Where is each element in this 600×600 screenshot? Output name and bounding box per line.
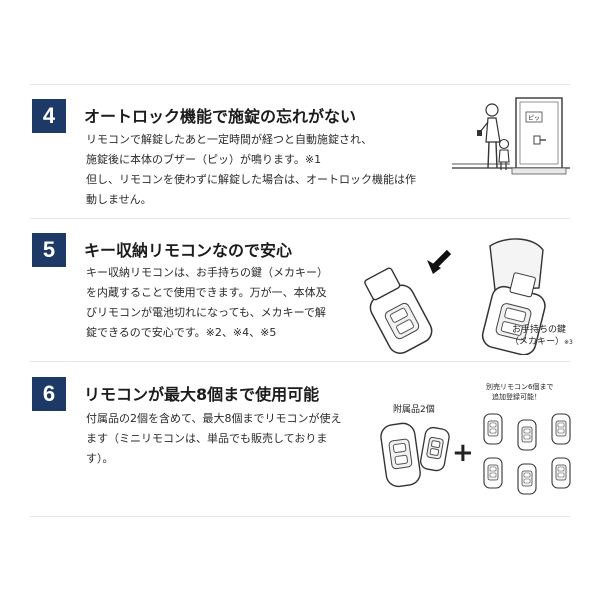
section-title: リモコンが最大8個まで使用可能 — [84, 385, 320, 404]
description-line: 付属品の2個を含めて、最大8個までリモコンが使え — [86, 412, 342, 425]
description-line: 動しません。 — [86, 193, 152, 206]
section-title: オートロック機能で施錠の忘れがない — [84, 107, 357, 126]
section-number-badge: 6 — [32, 377, 66, 411]
included-remotes-illustration — [380, 422, 450, 488]
key-remote-illustration — [364, 238, 546, 355]
section-number-badge: 4 — [32, 99, 66, 133]
section-title: キー収納リモコンなので安心 — [84, 241, 293, 260]
additional-remotes-label: 追加登録可能！ — [492, 393, 541, 401]
description-line: す）。 — [86, 452, 114, 465]
additional-remotes-illustration — [483, 413, 571, 495]
description-line: リモコンで解錠したあと一定時間が経つと自動施錠され、 — [86, 133, 373, 146]
key-caption: （メカキー）※3 — [510, 334, 573, 347]
section-number-badge: 5 — [32, 233, 66, 267]
section-description: リモコンで解錠したあと一定時間が経つと自動施錠され、 施錠後に本体のブザー（ピッ… — [86, 130, 416, 210]
description-line: 錠できるので安心です。※2、※4、※5 — [86, 326, 277, 339]
included-remotes-label: 附属品2個 — [393, 405, 435, 415]
section-description: キー収納リモコンは、お手持ちの鍵（メカキー） を内蔵することで使用できます。万が… — [86, 263, 328, 343]
description-line: びリモコンが電池切れになっても、メカキーで解 — [86, 306, 326, 319]
section-description: 付属品の2個を含めて、最大8個までリモコンが使え ます（ミニリモコンは、単品でも… — [86, 409, 341, 469]
section-divider — [30, 361, 570, 362]
door-sign-text: ピッ — [528, 115, 541, 122]
additional-remotes-label: 別売リモコン6個まで — [486, 383, 554, 391]
section-divider — [30, 218, 570, 219]
key-note: ※3 — [564, 339, 573, 346]
description-line: 但し、リモコンを使わずに解錠した場合は、オートロック機能は作 — [86, 173, 416, 186]
key-caption-sub: （メカキー） — [510, 337, 565, 347]
bottom-divider — [30, 516, 570, 517]
autolock-door-illustration — [452, 97, 570, 175]
key-caption: お手持ちの鍵 — [512, 325, 567, 335]
description-line: を内蔵することで使用できます。万が一、本体及 — [86, 286, 327, 299]
description-line: 施錠後に本体のブザー（ピッ）が鳴ります。※1 — [86, 153, 322, 166]
description-line: キー収納リモコンは、お手持ちの鍵（メカキー） — [86, 266, 328, 279]
plus-sign: + — [452, 438, 474, 468]
top-divider — [30, 84, 570, 85]
description-line: ます（ミニリモコンは、単品でも販売しておりま — [86, 432, 328, 445]
